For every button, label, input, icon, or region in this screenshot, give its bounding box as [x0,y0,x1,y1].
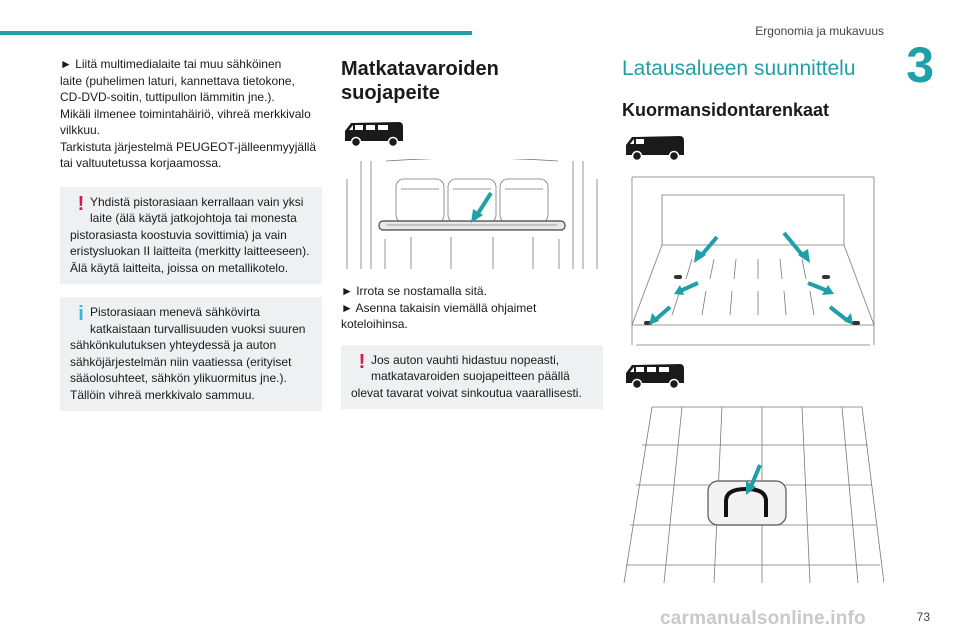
column-3: Latausalueen suunnittelu Kuormansidontar… [622,57,884,583]
warning-box: ! Jos auton vauhti hidastuu nopeasti, ma… [341,344,603,409]
text-line: sähkönkulutuksen yhteydessä ja auton [70,338,277,352]
sub-heading: Kuormansidontarenkaat [622,100,830,120]
text-line: Tällöin vihreä merkkivalo sammuu. [70,387,255,402]
column-1: ► Liitä multimedialaite tai muu sähköine… [60,56,322,411]
text-line: sähköjärjestelmän niin vaatiessa (erityi… [70,354,292,369]
text-line: eristysluokan II laitteita (merkitty lai… [70,244,310,258]
column-2: Matkatavaroiden suojapeite ► Irrota se n… [341,57,603,409]
luggage-cover-illustration [346,159,598,269]
step-2-text-cont: koteloihinsa. [341,317,408,331]
text-line: ► Liitä multimedialaite tai muu sähköine… [60,57,282,71]
text-line: olevat tavarat voivat sinkoutua vaaralli… [351,385,582,400]
section-title: Ergonomia ja mukavuus [755,24,884,38]
text-line: Jos auton vauhti hidastuu nopeasti, [371,352,560,367]
van-windows-icon [345,122,403,148]
intro-paragraph: ► Liitä multimedialaite tai muu sähköine… [60,56,322,172]
text-line: Tarkistuta järjestelmä PEUGEOT-jälleenmy… [60,139,317,154]
cargo-floor-rings-illustration [631,176,875,346]
text-line: matkatavaroiden suojapeitteen päällä [371,369,570,383]
text-line: laite (puhelimen laturi, kannettava tiet… [60,73,295,88]
text-line: katkaistaan turvallisuuden vuoksi suuren [90,321,306,336]
text-line: CD-DVD-soitin, tuttipullon lämmitin jne.… [60,90,275,104]
section-heading: Matkatavaroiden suojapeite [341,58,499,104]
text-line: Mikäli ilmenee toimintahäiriö, vihreä me… [60,106,311,121]
text-line: pistorasiasta koostuvia sovittimia) ja v… [70,227,287,242]
van-panel-icon [626,136,684,162]
floor-ring-closeup-illustration [623,406,884,583]
info-i-icon: i [78,303,84,325]
text-line: Älä käytä laitteita, joissa on metalliko… [70,260,289,275]
text-line: vilkkuu. [60,123,101,137]
warning-box: ! Yhdistä pistorasiaan kerrallaan vain y… [60,186,322,284]
text-line: tai valtuutetussa korjaamossa. [60,156,222,170]
text-line: Yhdistä pistorasiaan kerrallaan vain yks… [90,194,304,209]
section-heading: Latausalueen suunnittelu [622,57,856,80]
instructions: ► Irrota se nostamalla sitä. ► Asenna ta… [341,283,603,333]
text-line: sääolosuhteet, sähkön ylikuormitus jne.)… [70,371,287,385]
page-number: 73 [916,610,930,624]
step-1-text: ► Irrota se nostamalla sitä. [341,284,487,298]
chapter-number: 3 [906,37,934,93]
info-box: i Pistorasiaan menevä sähkövirta katkais… [60,297,322,411]
text-line: Pistorasiaan menevä sähkövirta [90,305,261,319]
warning-exclamation-icon: ! [358,350,366,373]
text-line: laite (älä käytä jatkojohtoja tai monest… [90,211,297,225]
header-accent-bar [0,31,472,35]
van-windows-icon [626,364,684,390]
step-2-text: ► Asenna takaisin viemällä ohjaimet [341,300,537,315]
warning-exclamation-icon: ! [77,192,85,215]
watermark: carmanualsonline.info [660,608,866,629]
